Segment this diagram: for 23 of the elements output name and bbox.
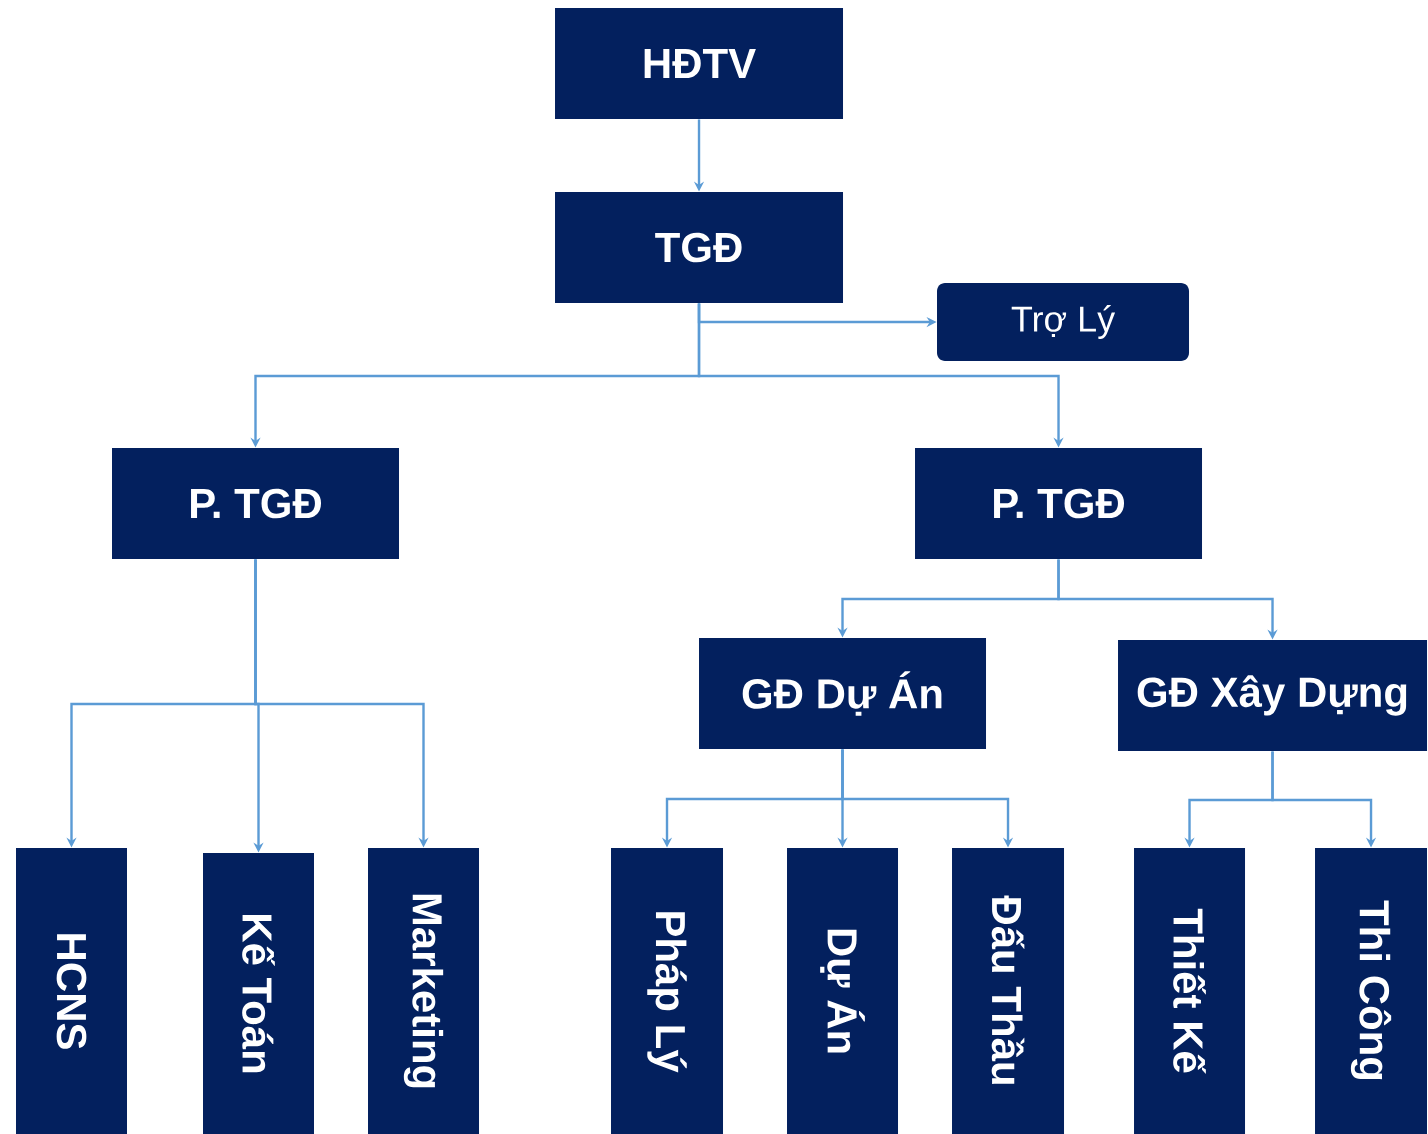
box	[203, 853, 314, 1134]
box: P. TGĐ	[112, 448, 399, 559]
vertical-label: Marketing	[403, 894, 444, 1088]
box	[1134, 848, 1245, 1134]
box: HĐTV	[555, 8, 843, 119]
vertical-label: HCNS	[56, 934, 87, 1049]
box	[611, 848, 723, 1134]
vertical-label: Dự Án	[820, 929, 865, 1053]
box	[368, 848, 479, 1134]
box	[952, 848, 1064, 1134]
box: P. TGĐ	[915, 448, 1202, 559]
vertical-label: Pháp Lý	[647, 912, 687, 1073]
vertical-label: Đấu Thầu	[991, 895, 1025, 1084]
rounded-box: Trợ Lý	[937, 283, 1189, 361]
vertical-label: Thi Công	[1350, 900, 1392, 1080]
box: TGĐ	[555, 192, 843, 303]
vertical-label: Thiết Kế	[1173, 908, 1206, 1074]
box	[1315, 848, 1427, 1134]
box: GĐ Dự Án	[699, 638, 986, 749]
vertical-label: Kế Toán	[242, 915, 275, 1073]
box: GĐ Xây Dựng	[1118, 640, 1427, 751]
box	[16, 848, 127, 1134]
box	[787, 848, 898, 1134]
